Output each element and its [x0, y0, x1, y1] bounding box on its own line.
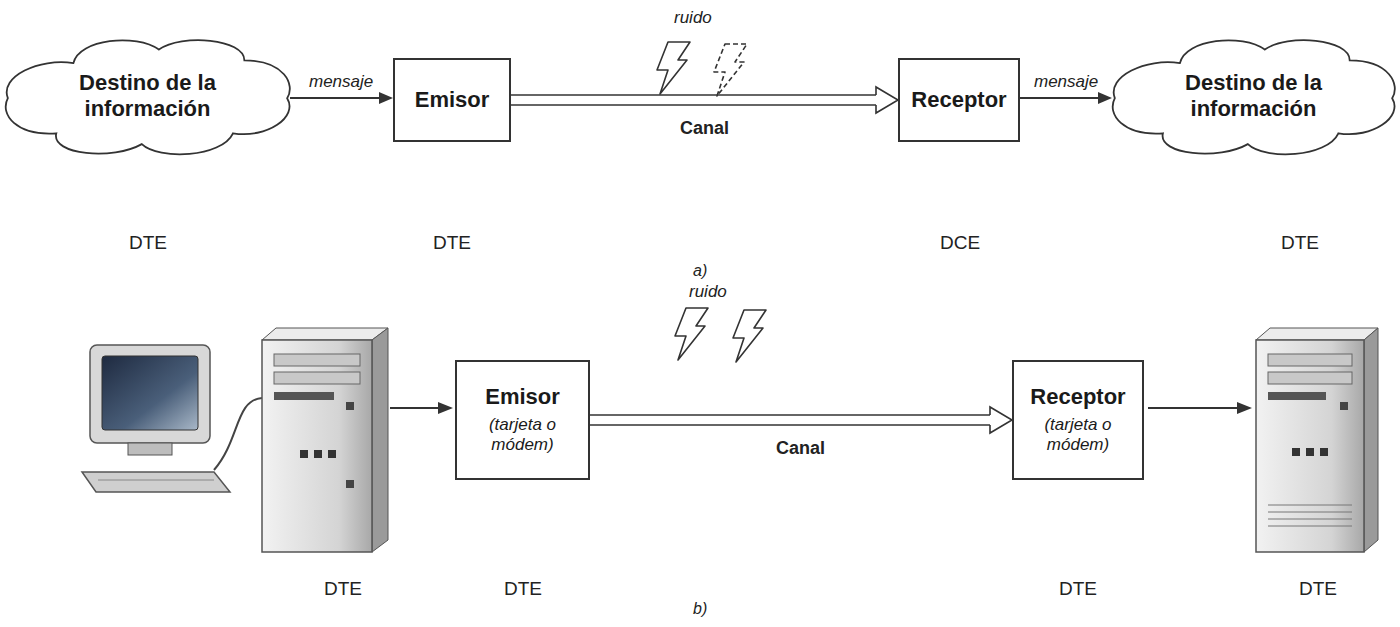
node-title: Emisor — [473, 384, 573, 410]
equipment-type-label: DTE — [1281, 232, 1319, 254]
cloud-shape — [1113, 40, 1395, 154]
equipment-type-label: DTE — [433, 232, 471, 254]
equipment-type-label: DTE — [1299, 578, 1337, 600]
node-subtitle: (tarjeta o módem) — [473, 415, 573, 456]
computer-tower — [1256, 328, 1378, 552]
panel-letter: b) — [693, 600, 707, 618]
cloud-shape — [6, 40, 290, 154]
channel-arrow — [511, 87, 898, 113]
node-title: Destino de la información — [1166, 70, 1341, 122]
device-box: Emisor — [393, 58, 511, 142]
node-text: Receptor (tarjeta o módem) — [1028, 384, 1128, 456]
node-text: Emisor (tarjeta o módem) — [473, 384, 573, 456]
node-title: Receptor — [1028, 384, 1128, 410]
noise-label: ruido — [674, 8, 712, 28]
channel-arrowhead — [990, 407, 1012, 433]
device-box: Receptor — [898, 58, 1020, 142]
device-box: Receptor (tarjeta o módem) — [1012, 360, 1144, 480]
node-title: Receptor — [911, 87, 1006, 113]
message-label: mensaje — [1032, 72, 1100, 92]
channel-line — [511, 94, 876, 96]
message-arrow — [290, 92, 393, 104]
panel-letter: a) — [693, 262, 707, 280]
channel-arrowhead — [876, 87, 898, 113]
device-box: Emisor (tarjeta o módem) — [455, 360, 590, 480]
equipment-type-label: DCE — [940, 232, 980, 254]
message-line — [1020, 97, 1098, 99]
channel-line — [511, 104, 876, 106]
node-text: Receptor — [911, 87, 1006, 113]
message-label: mensaje — [307, 72, 375, 92]
node-subtitle: (tarjeta o módem) — [1028, 415, 1128, 456]
node-text: Destino de la información — [60, 70, 235, 122]
equipment-type-label: DTE — [324, 578, 362, 600]
message-line — [290, 97, 379, 99]
node-text: Emisor — [415, 87, 490, 113]
channel-arrow — [590, 407, 1012, 433]
cloud-node: Destino de la información — [5, 28, 290, 163]
equipment-type-label: DTE — [504, 578, 542, 600]
node-text: Destino de la información — [1166, 70, 1341, 122]
message-arrowhead — [379, 92, 393, 104]
channel-line — [590, 424, 990, 426]
channel-line — [590, 414, 990, 416]
equipment-type-label: DTE — [1059, 578, 1097, 600]
cloud-node: Destino de la información — [1112, 28, 1395, 163]
noise-bolt — [675, 308, 766, 362]
node-title: Emisor — [415, 87, 490, 113]
computer-tower — [262, 328, 388, 552]
channel-label: Canal — [774, 438, 827, 459]
message-arrowhead — [1098, 92, 1112, 104]
noise-label: ruido — [689, 282, 727, 302]
equipment-type-label: DTE — [129, 232, 167, 254]
noise-bolt — [657, 42, 747, 96]
computer-monitor — [82, 345, 262, 492]
node-title: Destino de la información — [60, 70, 235, 122]
message-arrow — [1020, 92, 1112, 104]
channel-label: Canal — [678, 118, 731, 139]
